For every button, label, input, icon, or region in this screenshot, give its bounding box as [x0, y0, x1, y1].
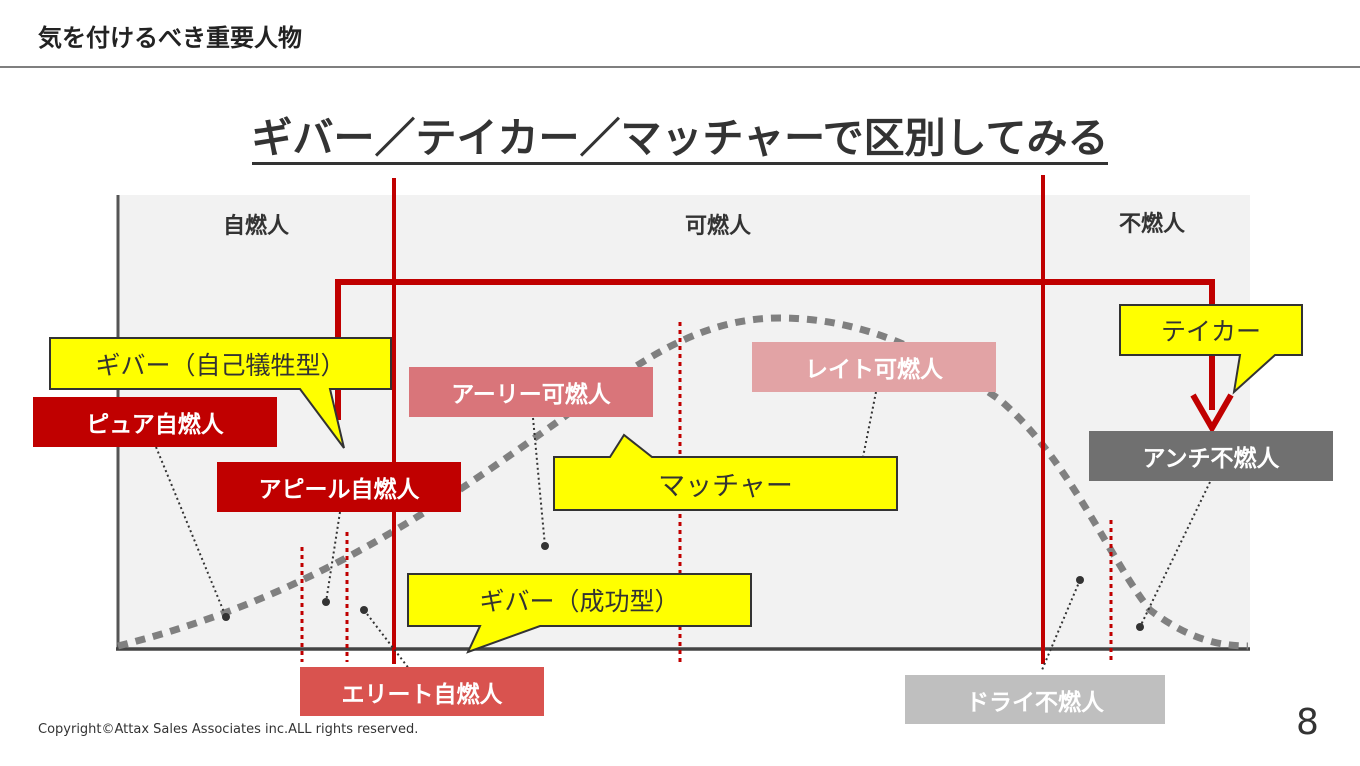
leader-dot-appeal — [322, 598, 330, 606]
label-early: アーリー可燃人 — [409, 367, 653, 417]
slide-title: 気を付けるべき重要人物 — [38, 24, 302, 52]
leader-appeal — [325, 511, 341, 603]
leader-dot-early — [541, 542, 549, 550]
leader-dot-dry — [1076, 576, 1084, 584]
copyright-notice: Copyright©Attax Sales Associates inc.ALL… — [38, 722, 419, 737]
leader-pure — [155, 446, 227, 618]
zone-label-self: 自燃人 — [222, 214, 289, 239]
bell-curve — [117, 314, 1249, 650]
page-number: 8 — [1296, 702, 1319, 743]
leader-dot-pure — [222, 613, 230, 621]
zone-label-nonflammable: 不燃人 — [1118, 212, 1185, 237]
diagram-heading-text: ギバー／テイカー／マッチャーで区別してみる — [251, 114, 1109, 165]
leader-dot-anti — [1136, 623, 1144, 631]
callout-matcher-shape — [553, 433, 898, 511]
label-appeal: アピール自燃人 — [217, 462, 461, 512]
zone-label-flammable: 可燃人 — [684, 214, 751, 239]
label-anti: アンチ不燃人 — [1089, 431, 1333, 481]
label-elite: エリート自燃人 — [300, 667, 544, 716]
leader-dry — [1041, 579, 1081, 671]
callout-giver-sacrifice: ギバー（自己犠牲型） — [95, 350, 346, 380]
callout-giver-sacrifice-shape — [49, 337, 392, 449]
title-divider — [0, 66, 1360, 68]
callout-giver-success: ギバー（成功型） — [479, 587, 680, 616]
callout-taker: テイカー — [1160, 317, 1261, 346]
label-late: レイト可燃人 — [752, 342, 996, 392]
callout-matcher: マッチャー — [658, 471, 793, 502]
callout-taker-shape — [1119, 304, 1303, 395]
diagram-heading: ギバー／テイカー／マッチャーで区別してみる — [0, 104, 1360, 165]
leader-early — [532, 417, 546, 547]
label-dry: ドライ不燃人 — [905, 675, 1165, 724]
leader-anti — [1139, 481, 1211, 628]
leader-dot-elite — [360, 606, 368, 614]
leader-late — [862, 391, 877, 458]
callout-giver-success-shape — [407, 573, 752, 654]
label-pure: ピュア自燃人 — [33, 397, 277, 447]
taker-arrow-head — [1190, 393, 1234, 435]
